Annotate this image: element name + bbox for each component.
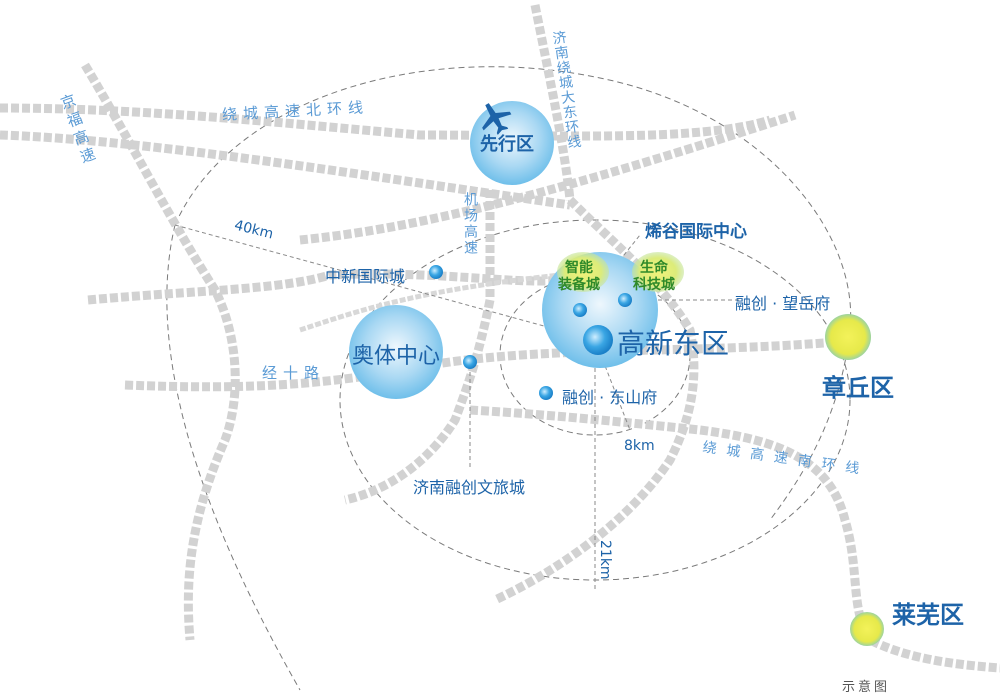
label-zhineng[interactable]: 智能 装备城 — [558, 260, 600, 294]
label-shengming-line2: 科技城 — [633, 277, 675, 293]
dot-gaoxin-east[interactable] — [583, 325, 613, 355]
label-zhongxin[interactable]: 中新国际城 — [325, 267, 406, 286]
label-wenlv[interactable]: 济南融创文旅城 — [413, 478, 526, 497]
label-dongshan[interactable]: 融创 · 东山府 — [562, 388, 658, 407]
road-east-ring-south — [493, 196, 699, 605]
label-gaoxin-east[interactable]: 高新东区 — [617, 327, 730, 360]
label-laiwu[interactable]: 莱芜区 — [892, 601, 964, 629]
label-zhineng-line1: 智能 — [565, 260, 593, 276]
ring-40km-west — [166, 224, 301, 691]
airplane-icon — [482, 103, 512, 135]
dot-zhineng[interactable] — [573, 303, 587, 317]
map-caption: 示意图 — [842, 680, 891, 695]
dot-zhongxin[interactable] — [429, 265, 443, 279]
road-label-jingshi: 经十路 — [262, 364, 326, 382]
ring-40km-north — [174, 66, 852, 331]
dot-shengming[interactable] — [618, 293, 632, 307]
zone-zhangqiu[interactable] — [825, 314, 871, 360]
ring-40km-east — [769, 329, 851, 521]
label-zhineng-line2: 装备城 — [558, 277, 600, 293]
dot-dongshan[interactable] — [539, 386, 553, 400]
road-label-airport: 机场高速 — [462, 192, 478, 256]
zone-shengming-glow — [632, 252, 684, 292]
label-zhangqiu[interactable]: 章丘区 — [822, 374, 894, 402]
label-xigu[interactable]: 烯谷国际中心 — [645, 222, 747, 242]
label-wangyue[interactable]: 融创 · 望岳府 — [735, 294, 831, 313]
road-airport — [343, 190, 495, 505]
distance-8km: 8km — [624, 438, 655, 454]
road-south-ring — [469, 405, 1000, 673]
road-north-ring — [0, 103, 772, 141]
distance-21km: 21km — [597, 540, 613, 580]
label-xianxing[interactable]: 先行区 — [480, 134, 534, 155]
road-northwest-diag — [0, 130, 571, 210]
zone-laiwu[interactable] — [850, 612, 884, 646]
zone-zhineng-glow — [557, 252, 609, 292]
roads — [0, 4, 1000, 673]
label-aoti[interactable]: 奥体中心 — [352, 344, 441, 369]
label-shengming[interactable]: 生命 科技城 — [633, 260, 675, 294]
label-shengming-line1: 生命 — [640, 260, 668, 276]
road-zhongxin — [87, 269, 561, 305]
zone-aoti[interactable] — [349, 305, 443, 399]
dot-wenlv[interactable] — [463, 355, 477, 369]
road-minor — [299, 272, 561, 333]
road-jingfu — [81, 62, 240, 641]
road-northeast-diag — [299, 110, 797, 245]
